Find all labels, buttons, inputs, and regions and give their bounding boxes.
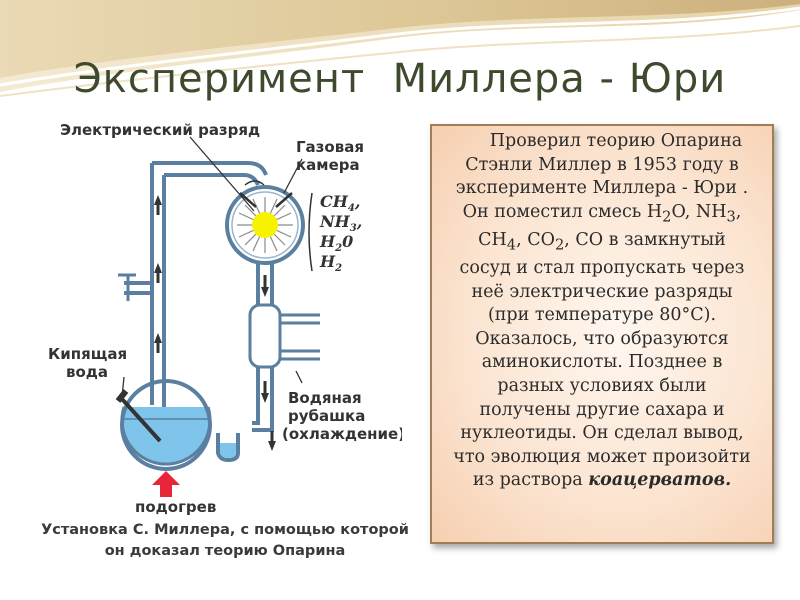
text-line: эксперименте Миллера - Юри . (455, 178, 749, 199)
water-jacket-condenser (248, 303, 320, 369)
label-electric-discharge: Электрический разряд (60, 121, 260, 139)
text-line: разных условиях были (497, 375, 707, 396)
formula-ch4: CH4, (320, 192, 360, 214)
text-line: Он поместил смесь H2O, NH3, (462, 201, 742, 226)
diagram-caption: Установка С. Миллера, с помощью которой … (30, 520, 420, 562)
text-line: нуклеотиды. Он сделал вывод, (460, 423, 744, 444)
label-water-jacket-line3: (охлаждение) (282, 425, 402, 443)
text-line: что эволюция может произойти (453, 446, 751, 467)
formula-h2: H2 (319, 252, 342, 274)
flow-arrows (154, 195, 276, 451)
text-line: из раствора коацерватов. (472, 470, 732, 491)
label-gas-chamber-line1: Газовая (296, 138, 364, 156)
miller-urey-apparatus-diagram: Электрический разряд Газовая камера CH4,… (40, 115, 402, 515)
text-line: аминокислоты. Позднее в (481, 352, 723, 373)
text-line: (при температуре 80°С). (487, 305, 717, 326)
text-line: Проверил теорию Опарина (489, 131, 743, 151)
text-line: CH4, CO2, CO в замкнутый (478, 229, 726, 254)
glass-tubing (124, 161, 274, 463)
label-water-jacket-line2: рубашка (288, 407, 365, 425)
header-wave-decoration (0, 0, 800, 97)
text-line: получены другие сахара и (479, 399, 725, 420)
label-boiling-water-line1: Кипящая (48, 345, 127, 363)
caption-line1: Установка С. Миллера, с помощью которой (41, 522, 409, 538)
spark-icon (252, 212, 278, 238)
text-line: Оказалось, что образуются (475, 328, 729, 349)
text-line: Стэнли Миллер в 1953 году в (465, 154, 739, 175)
text-line: сосуд и стал пропускать через (459, 257, 745, 278)
formula-h2o: H20 (319, 232, 353, 254)
caption-line2: он доказал теорию Опарина (104, 543, 346, 559)
label-pointers (121, 136, 303, 398)
heating-arrow-icon (152, 471, 180, 497)
emphasis-coacervates: коацерватов. (588, 470, 732, 491)
gas-chamber-flask (225, 180, 305, 265)
label-gas-chamber-line2: камера (296, 156, 360, 174)
gas-formulas: CH4, NH3, H20 H2 (308, 192, 362, 274)
explanation-text-box: Проверил теорию Опарина Стэнли Миллер в … (430, 124, 774, 544)
label-boiling-water-line2: вода (66, 363, 108, 381)
slide-title: Эксперимент Миллера - Юри (73, 56, 727, 102)
label-water-jacket-line1: Водяная (288, 389, 362, 407)
tap-icon (118, 273, 136, 301)
text-line: неё электрические разряды (471, 281, 733, 302)
label-heating: подогрев (135, 498, 216, 515)
formula-nh3: NH3, (319, 212, 362, 234)
